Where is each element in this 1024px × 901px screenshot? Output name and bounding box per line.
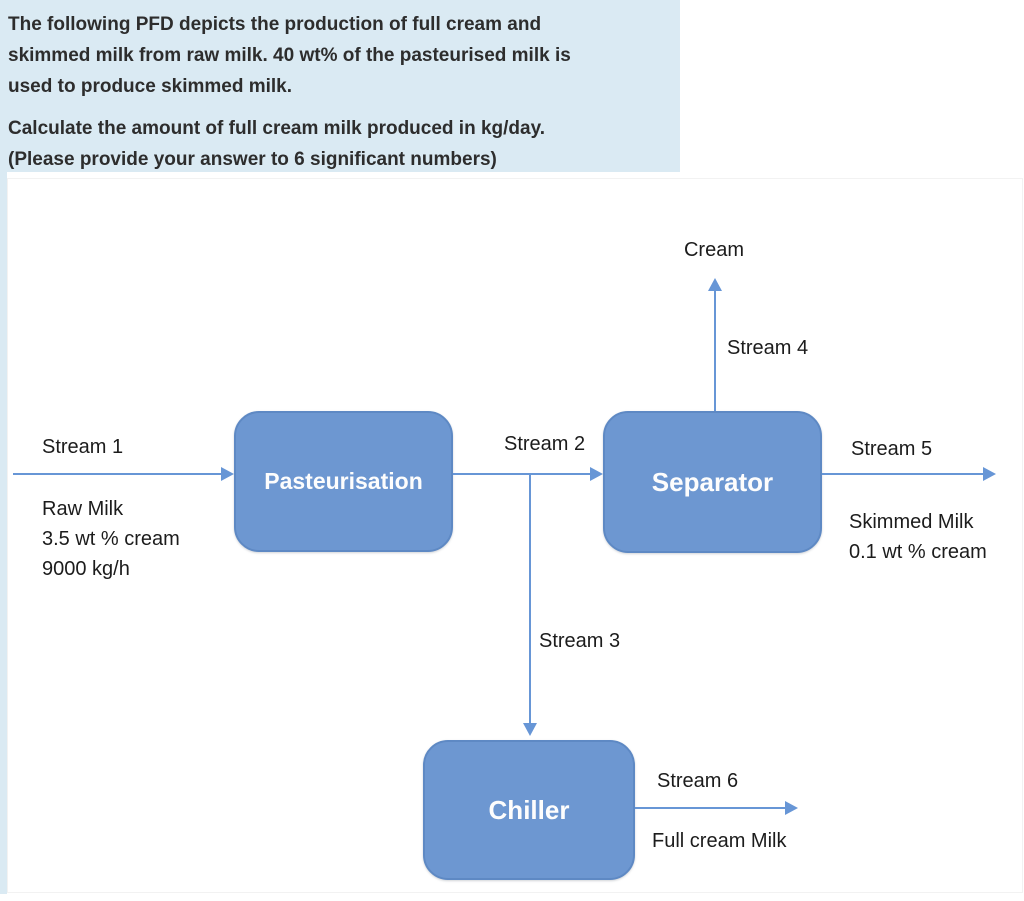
stream-4-label: Stream 4 xyxy=(727,337,809,359)
stream-2-label: Stream 2 xyxy=(504,433,586,455)
stream-2-line xyxy=(453,473,590,475)
skimmed-milk-cream-line: 0.1 wt % cream xyxy=(849,541,987,563)
full-cream-milk-label: Full cream Milk xyxy=(652,830,787,852)
stream-5-line xyxy=(822,473,984,475)
stream-1-line xyxy=(13,473,222,475)
question-line: used to produce skimmed milk. xyxy=(8,76,293,97)
stream-5-annotation: Skimmed Milk 0.1 wt % cream xyxy=(849,507,987,567)
question-line: The following PFD depicts the production… xyxy=(8,14,542,35)
question-line: Calculate the amount of full cream milk … xyxy=(8,118,546,139)
stream-4-arrowhead-up-icon xyxy=(708,278,722,291)
separator-unit-label: Separator xyxy=(651,466,774,497)
stream-6-label: Stream 6 xyxy=(657,770,739,792)
chiller-unit-label: Chiller xyxy=(488,794,570,825)
raw-milk-cream-line: 3.5 wt % cream xyxy=(42,528,180,550)
cream-label: Cream xyxy=(683,239,744,261)
stream-3-arrowhead-down-icon xyxy=(523,723,537,736)
pasteurisation-unit-label: Pasteurisation xyxy=(264,468,423,494)
stream-3-line xyxy=(529,475,531,723)
stream-6-line xyxy=(635,807,786,809)
raw-milk-line: Raw Milk xyxy=(42,498,124,520)
page-left-margin-strip xyxy=(0,0,7,894)
separator-unit-box: Separator xyxy=(603,411,822,553)
stream-1-annotation: Raw Milk 3.5 wt % cream 9000 kg/h xyxy=(42,494,180,584)
stream-4-line xyxy=(714,290,716,411)
question-text-box: The following PFD depicts the production… xyxy=(0,0,680,172)
chiller-unit-box: Chiller xyxy=(423,740,635,880)
question-paragraph-2: Calculate the amount of full cream milk … xyxy=(8,113,670,175)
stream-3-label: Stream 3 xyxy=(539,630,621,652)
question-line: skimmed milk from raw milk. 40 wt% of th… xyxy=(8,45,571,66)
skimmed-milk-line: Skimmed Milk xyxy=(849,511,974,533)
question-line: (Please provide your answer to 6 signifi… xyxy=(8,149,497,170)
stream-1-label: Stream 1 xyxy=(42,436,124,458)
pasteurisation-unit-box: Pasteurisation xyxy=(234,411,453,552)
stream-2-arrowhead-right-icon xyxy=(590,467,603,481)
stream-5-label: Stream 5 xyxy=(851,438,933,460)
stream-5-arrowhead-right-icon xyxy=(983,467,996,481)
stream-1-arrowhead-right-icon xyxy=(221,467,234,481)
stream-6-arrowhead-right-icon xyxy=(785,801,798,815)
raw-milk-rate-line: 9000 kg/h xyxy=(42,558,130,580)
question-paragraph-1: The following PFD depicts the production… xyxy=(8,9,670,102)
